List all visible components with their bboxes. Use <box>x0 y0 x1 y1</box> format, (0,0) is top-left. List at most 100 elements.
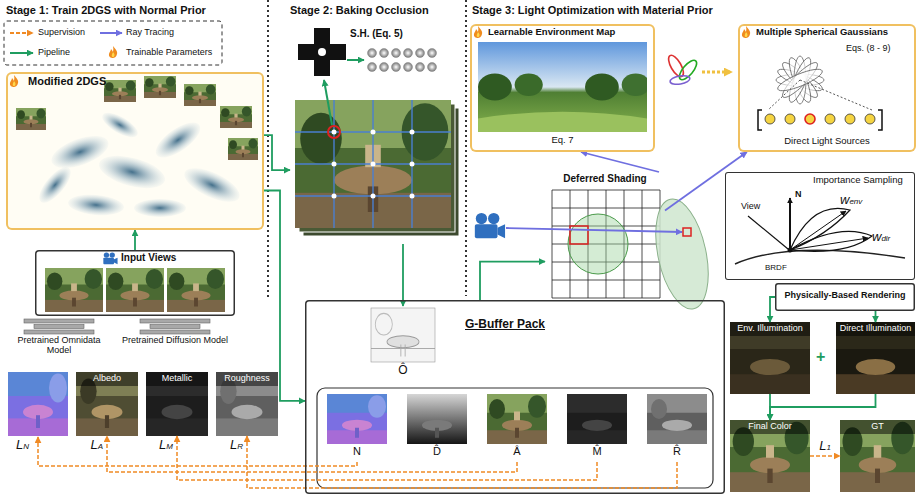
sh-probe-illustration-part-part <box>392 49 401 58</box>
pretrained-network-icons-part <box>150 325 200 329</box>
gbuffer-illustration-part <box>327 394 387 444</box>
connector-arrow <box>875 311 877 322</box>
shading-illustration-part-part <box>552 190 553 298</box>
render-image: GT <box>840 420 915 492</box>
annotation-label: View <box>741 201 760 211</box>
process-box-text: Physically-Based Rendering <box>775 290 915 300</box>
connector-arrow <box>264 191 305 401</box>
shading-illustration-part <box>683 228 691 236</box>
render-image: Direct Illumination <box>836 322 915 394</box>
prior-image: Roughness <box>216 372 278 436</box>
sh-probe-illustration-part-part <box>428 63 437 72</box>
gbuffer-illustration-part <box>647 394 707 444</box>
model-illustration-part <box>144 76 176 98</box>
prior-images <box>8 372 278 436</box>
light-illustration-part <box>758 110 882 130</box>
sh-probe-illustration <box>295 28 459 236</box>
annotation-label: Stage 1: Train 2DGS with Normal Prior <box>6 4 206 17</box>
annotation-label: Stage 3: Light Optimization with Materia… <box>472 4 713 17</box>
light-illustration-part-part <box>676 58 699 83</box>
light-box: Multiple Spherical GaussiansEqs. (8 - 9)… <box>738 24 916 152</box>
sh-probe-illustration-part <box>332 130 415 199</box>
render-images-part <box>730 322 810 394</box>
model-illustration-part <box>228 138 258 160</box>
gbuffer-map-text: Â <box>485 445 549 458</box>
light-box-text: Direct Light Sources <box>738 136 916 147</box>
gbuffer-illustration-part <box>487 394 547 444</box>
light-illustration-part <box>666 53 700 86</box>
render-image: Final Color <box>730 420 810 492</box>
prior-images-part <box>146 372 208 386</box>
gbuffer-map-text: N <box>325 445 389 458</box>
sh-probe-illustration-part <box>347 59 364 61</box>
shading-illustration-part <box>647 194 717 314</box>
gbuffer-illustration-part <box>371 308 435 362</box>
model-illustration-part <box>67 193 125 218</box>
connector-arrow <box>810 455 840 457</box>
sh-probe-illustration-part-part <box>410 130 415 135</box>
stage-separators-part <box>465 0 467 296</box>
render-images-part <box>730 420 810 492</box>
sh-probe-illustration-part-part <box>368 63 377 72</box>
loss-label: LM <box>158 438 174 453</box>
gbuffer-map: D̂ <box>405 392 469 462</box>
pretrained-network-icons <box>24 319 210 334</box>
light-illustration-part <box>765 114 875 124</box>
light-illustration <box>474 26 882 132</box>
annotation-label: + <box>816 348 825 366</box>
light-box-text: Learnable Environment Map <box>488 27 615 38</box>
gbuffer-map-text: D̂ <box>405 445 469 458</box>
stage-separators-part <box>267 0 269 300</box>
bake-panel: S.H. (Eq. 5) <box>290 22 462 244</box>
network-label: Pretrained Diffusion Model <box>120 318 230 366</box>
render-images-part <box>730 322 810 336</box>
sh-probe-illustration-part-part <box>371 130 376 135</box>
sampling-box-text: Importance Sampling <box>813 175 903 186</box>
pretrained-network-icons-part <box>140 319 210 323</box>
model-illustration-part <box>96 150 169 195</box>
light-illustration-part-part <box>805 114 815 124</box>
sh-probe-illustration-part <box>295 100 451 228</box>
connector-arrow <box>134 230 136 250</box>
sampling-illustration-part <box>788 248 793 253</box>
light-illustration-part-part <box>825 114 835 124</box>
annotation-label: BRDF <box>765 263 787 272</box>
loss-label: L1 <box>818 439 832 454</box>
network-label-text: Pretrained Omnidata Model <box>4 335 114 356</box>
legend-text: Trainable Parameters <box>126 47 212 57</box>
sh-probe-illustration-part <box>368 49 437 72</box>
sh-probe-illustration-part-part <box>404 49 413 58</box>
light-illustration-part-part <box>785 114 795 124</box>
gbuffer-map-text: R̂ <box>645 445 709 458</box>
sampling-illustration-part <box>735 250 905 264</box>
connector-arrow <box>770 394 876 420</box>
prior-images-part <box>146 372 208 436</box>
shading-illustration <box>475 190 717 314</box>
sh-probe-illustration-part-part <box>410 162 415 167</box>
pretrained-network-icons-part <box>24 330 94 334</box>
connector-arrow <box>480 262 545 300</box>
sh-probe-illustration-part <box>318 48 326 56</box>
input-box-text: Input Views <box>121 252 176 264</box>
stage-separators <box>268 0 466 300</box>
prior-image-text: Metallic <box>146 373 208 383</box>
prior-image: Metallic <box>146 372 208 436</box>
render-images-part <box>836 322 915 394</box>
connector-arrow <box>581 152 659 172</box>
process-box: Physically-Based Rendering <box>775 283 915 311</box>
prior-images-part <box>76 372 138 436</box>
light-illustration-part <box>768 80 872 110</box>
sh-probe-illustration-part <box>298 28 346 76</box>
model-illustration-part <box>16 108 46 130</box>
prior-images-part <box>76 372 138 386</box>
light-illustration-part-part <box>765 114 775 124</box>
light-box-text: Eq. 7 <box>470 135 655 146</box>
prior-images-part <box>8 372 68 436</box>
sh-probe-illustration-part-part <box>371 162 376 167</box>
render-image-text: Final Color <box>730 421 810 431</box>
connector-arrow <box>107 436 517 472</box>
gbuffer-map: Ô <box>368 306 438 384</box>
light-illustration-part-part <box>669 74 690 85</box>
light-illustration-part-part <box>800 80 872 110</box>
